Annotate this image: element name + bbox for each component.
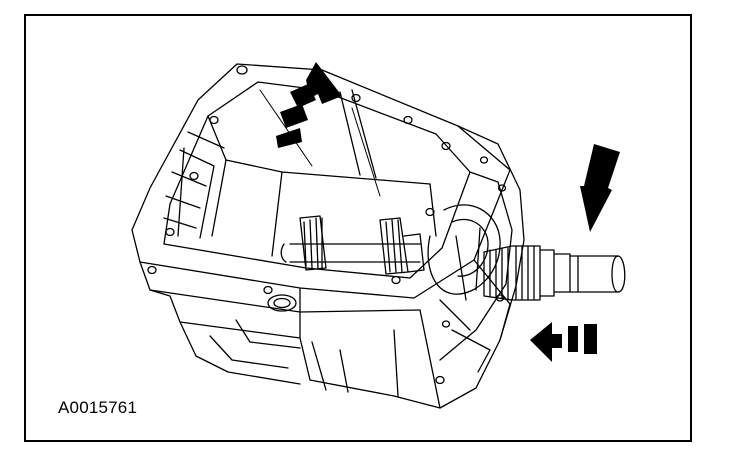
figure-code-label: A0015761 xyxy=(58,398,138,417)
case-housing xyxy=(131,63,525,409)
bolt-holes xyxy=(147,65,507,385)
curved-arrow-icon xyxy=(276,62,342,148)
downward-arrow-icon xyxy=(580,144,620,232)
countershaft-gears xyxy=(280,215,425,275)
input-shaft xyxy=(483,245,626,301)
leftward-arrow-icon xyxy=(530,322,597,362)
